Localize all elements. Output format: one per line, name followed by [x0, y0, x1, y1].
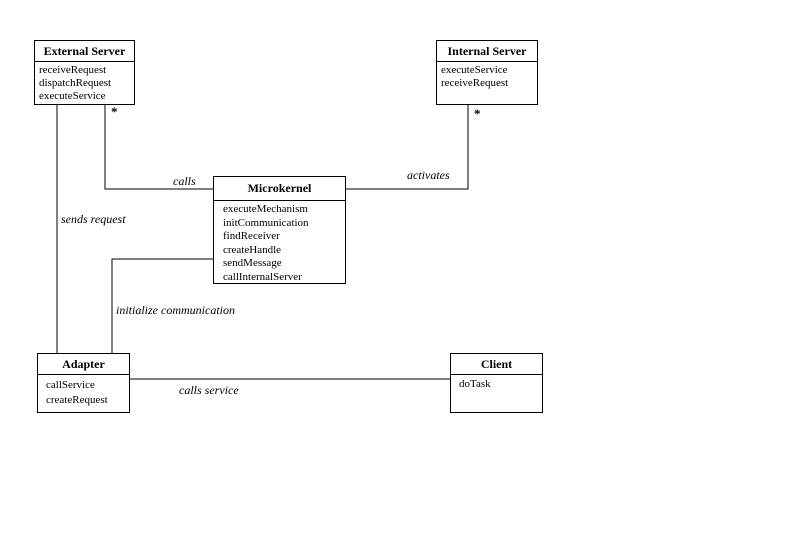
operation: executeService [441, 64, 508, 76]
calls-service-label: calls service [179, 383, 239, 397]
calls-line [104, 104, 213, 190]
operation: dispatchRequest [39, 77, 112, 89]
class-name: Adapter [38, 354, 129, 375]
operations-list: executeService receiveRequest [437, 62, 537, 90]
external-multiplicity: * [111, 104, 118, 119]
operations-list: executeMechanism initCommunication findR… [214, 201, 345, 284]
class-name: External Server [35, 41, 134, 62]
operation: callInternalServer [223, 270, 302, 283]
operation: createHandle [223, 243, 282, 256]
client-class: Client doTask [450, 353, 543, 413]
operation: findReceiver [223, 230, 280, 242]
activates-label: activates [407, 168, 450, 182]
internal-server-class: Internal Server executeService receiveRe… [436, 40, 538, 105]
microkernel-class: Microkernel executeMechanism initCommuni… [213, 176, 346, 284]
operation: sendMessage [223, 257, 282, 269]
activates-line [345, 104, 469, 190]
internal-multiplicity: * [474, 106, 481, 121]
adapter-class: Adapter callService createRequest [37, 353, 130, 413]
external-server-class: External Server receiveRequest dispatchR… [34, 40, 135, 105]
class-name: Client [451, 354, 542, 375]
operation: createRequest [46, 394, 108, 406]
operation: receiveRequest [39, 64, 107, 76]
operation: receiveRequest [441, 77, 509, 89]
calls-label: calls [173, 174, 196, 188]
operation: doTask [459, 378, 491, 390]
operation: callService [46, 379, 95, 391]
class-name: Microkernel [214, 177, 345, 201]
initialize-communication-line [111, 258, 213, 354]
operation: initCommunication [223, 216, 309, 229]
sends-request-label: sends request [61, 212, 126, 226]
operations-list: receiveRequest dispatchRequest executeSe… [35, 62, 134, 103]
operation: executeMechanism [223, 203, 308, 215]
operation: executeService [39, 90, 106, 102]
operations-list: doTask [451, 375, 542, 391]
class-name: Internal Server [437, 41, 537, 62]
initialize-communication-label: initialize communication [116, 303, 235, 317]
operations-list: callService createRequest [38, 375, 129, 408]
